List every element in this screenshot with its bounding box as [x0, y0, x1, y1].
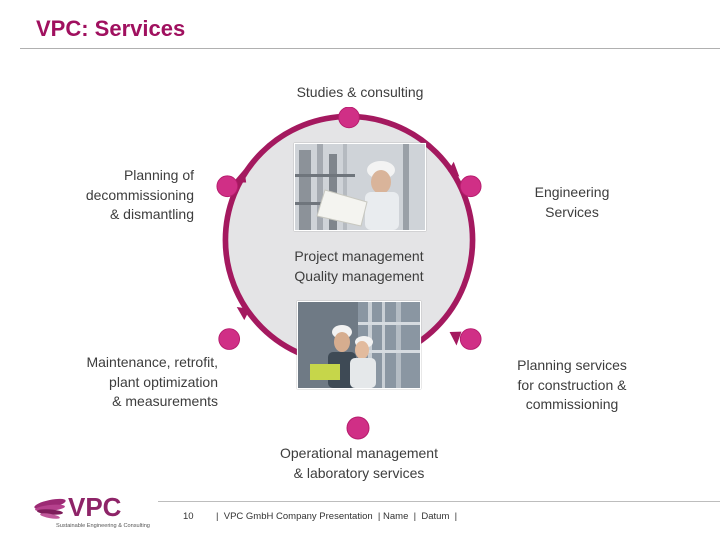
service-maintenance: Maintenance, retrofit, plant optimizatio…: [86, 354, 218, 409]
footer-divider: [158, 501, 720, 502]
logo-swirl-icon: [34, 498, 66, 519]
title-divider: [20, 48, 720, 49]
vpc-logo: VPC Sustainable Engineering & Consulting: [34, 492, 150, 529]
slide-title: VPC: Services: [36, 16, 186, 41]
node-upper-left: [216, 175, 239, 198]
service-construction-planning: Planning services for construction & com…: [517, 357, 627, 412]
arrowhead-right-lower: [449, 331, 462, 346]
arrowhead-left-upper: [232, 169, 247, 183]
node-lower-left: [218, 328, 241, 350]
arrowhead-right-upper: [448, 161, 460, 177]
node-bottom-marker: [346, 416, 370, 440]
service-operational-management: Operational management & laboratory serv…: [280, 445, 438, 481]
node-top: [338, 107, 360, 129]
service-decommissioning: Planning of decommissioning & dismantlin…: [85, 167, 194, 222]
service-project-quality-management: Project management Quality management: [294, 248, 424, 284]
engineer-photo: [294, 143, 426, 231]
service-studies-consulting: Studies & consulting: [296, 84, 424, 100]
page-number: 10: [183, 511, 194, 522]
team-photo: [297, 301, 421, 389]
node-upper-right: [459, 175, 482, 198]
node-lower-right: [459, 328, 482, 350]
logo-wordmark: VPC: [68, 492, 122, 522]
service-engineering: Engineering Services: [534, 184, 610, 220]
footer-info: | VPC GmbH Company Presentation | Name |…: [216, 511, 458, 522]
logo-tagline: Sustainable Engineering & Consulting: [56, 523, 150, 529]
team-illustration: [298, 302, 420, 388]
engineer-illustration: [295, 144, 425, 230]
arrowhead-left-lower: [236, 306, 250, 321]
